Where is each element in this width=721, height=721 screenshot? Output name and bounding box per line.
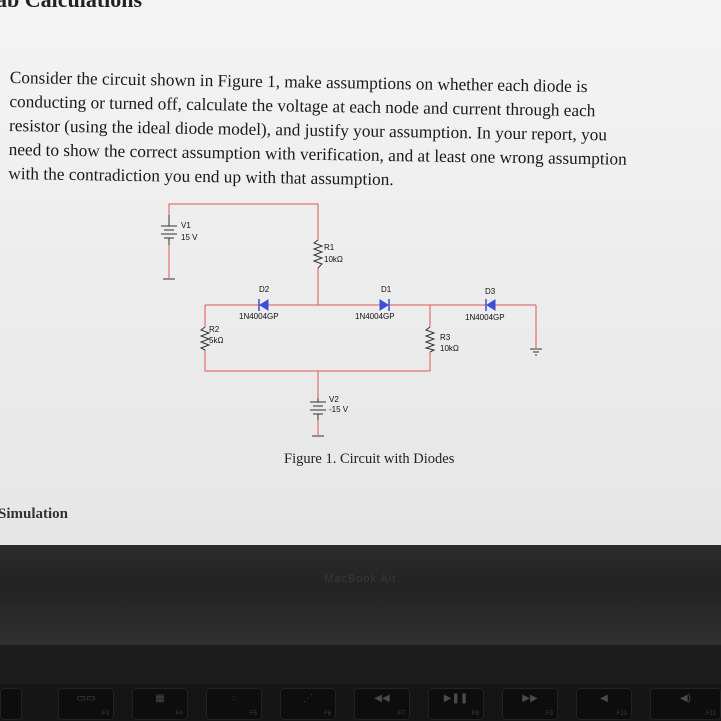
volume-down-icon: ◀) — [679, 693, 692, 704]
key-f5[interactable]: ◌ F5 — [206, 688, 262, 720]
d1-part: 1N4004GP — [355, 312, 395, 321]
launchpad-icon: ▦ — [155, 693, 165, 704]
r2-resistor-symbol — [199, 326, 211, 351]
d3-part: 1N4004GP — [465, 313, 505, 322]
key-fn-label: F10 — [616, 711, 627, 717]
d3-label: D3 — [485, 287, 496, 296]
key-f4[interactable]: ▦ F4 — [132, 688, 188, 720]
simulation-heading: Simulation — [0, 506, 69, 522]
key-fn-label: F3 — [101, 711, 109, 717]
r2-value: 5kΩ — [209, 336, 223, 345]
mute-icon: ◀ — [600, 693, 608, 704]
key-fn-label: F5 — [249, 711, 257, 717]
key-f10[interactable]: ◀ F10 — [576, 688, 632, 720]
ground-icon — [530, 348, 542, 356]
circuit-wires — [168, 203, 537, 435]
figure-caption: Figure 1. Circuit with Diodes — [284, 451, 455, 467]
r3-value: 10kΩ — [440, 344, 459, 353]
v2-battery-symbol — [310, 398, 326, 437]
r3-resistor-symbol — [424, 326, 436, 353]
key-f8[interactable]: ▶❚❚ F8 — [428, 688, 484, 720]
key-fn-label: F11 — [706, 711, 716, 717]
r2-label: R2 — [209, 325, 220, 334]
fast-forward-icon: ▶▶ — [522, 693, 538, 704]
d2-part: 1N4004GP — [239, 312, 279, 321]
key-fn-label: F9 — [545, 711, 553, 717]
rewind-icon: ◀◀ — [374, 693, 390, 704]
section-heading: ab Calculations — [0, 0, 142, 13]
key-fn-label: F7 — [397, 711, 405, 717]
key-f7[interactable]: ◀◀ F7 — [354, 688, 410, 720]
key-f9[interactable]: ▶▶ F9 — [502, 688, 558, 720]
v1-battery-symbol — [161, 215, 177, 280]
key-f11[interactable]: ◀) F11 — [650, 688, 721, 720]
v1-label: V1 — [181, 221, 191, 230]
keyboard-dim-icon: ◌ — [231, 693, 237, 704]
d3-diode-symbol — [485, 299, 496, 311]
key-f3[interactable]: ▭▭ F3 — [58, 688, 114, 720]
v1-value: 15 V — [181, 233, 198, 242]
key-fn-label: F6 — [323, 711, 331, 717]
key-edge[interactable] — [0, 688, 22, 720]
d1-diode-symbol — [379, 299, 390, 311]
v2-label: V2 — [329, 395, 339, 404]
laptop-brand: MacBook Air — [324, 573, 397, 585]
r1-value: 10kΩ — [324, 255, 343, 264]
r1-label: R1 — [324, 243, 335, 252]
play-pause-icon: ▶❚❚ — [443, 693, 469, 704]
r1-resistor-symbol — [312, 239, 324, 269]
keyboard-bright-icon: ⋰ — [303, 693, 313, 704]
d2-diode-symbol — [258, 299, 269, 311]
laptop-bezel — [0, 545, 721, 645]
key-fn-label: F8 — [471, 711, 479, 717]
key-f6[interactable]: ⋰ F6 — [280, 688, 336, 720]
circuit-figure: V1 15 V R1 10kΩ D2 1N4004GP D1 1N4004GP … — [161, 203, 542, 437]
d1-label: D1 — [381, 285, 392, 294]
key-fn-label: F4 — [175, 711, 183, 717]
r3-label: R3 — [440, 333, 451, 342]
document-screen: ab Calculations Consider the circuit sho… — [0, 0, 721, 545]
mission-control-icon: ▭▭ — [76, 693, 96, 704]
d2-label: D2 — [259, 285, 270, 294]
v2-value: -15 V — [329, 405, 349, 414]
